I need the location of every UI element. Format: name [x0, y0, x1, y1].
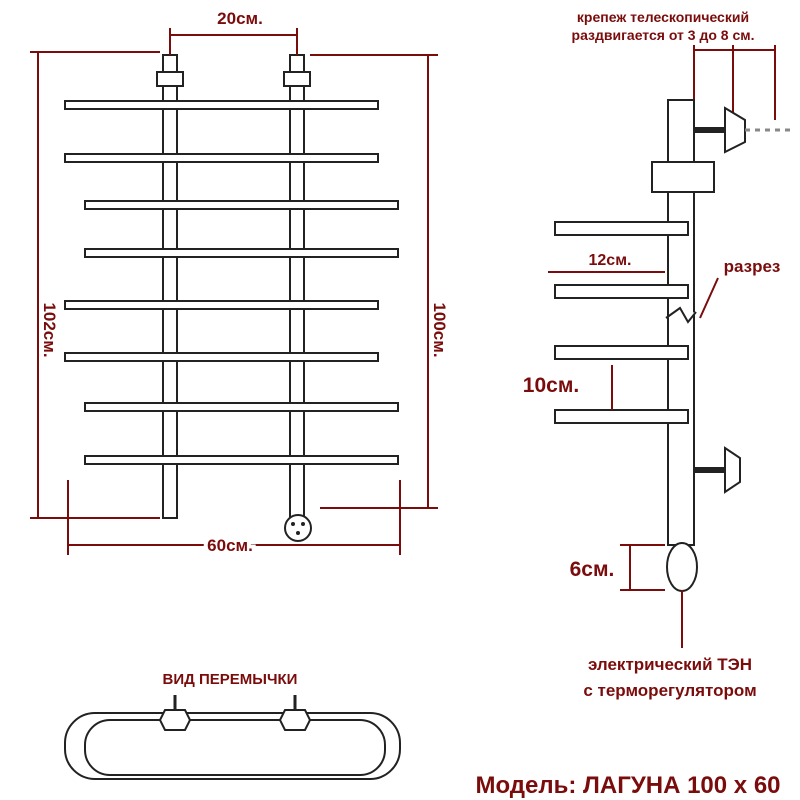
top-spacing-label: 20см.: [217, 9, 263, 28]
jumper-view: [64, 695, 401, 780]
crossbar: [84, 455, 399, 465]
crossbar: [64, 153, 379, 163]
heater-label-line2: с терморегулятором: [583, 681, 756, 700]
section-label: разрез: [724, 257, 781, 276]
crossbar: [84, 402, 399, 412]
side-view: [548, 45, 790, 648]
jumper-nut-left-icon: [158, 709, 192, 731]
heating-element-icon: [666, 542, 698, 592]
mount-label-line2: раздвигается от 3 до 8 см.: [572, 27, 755, 43]
element-height-label: 6см.: [570, 558, 615, 581]
heater-label-line1: электрический ТЭН: [588, 655, 752, 674]
right-nut: [283, 71, 311, 87]
left-riser-pipe: [162, 54, 178, 519]
wall-mount-icon: [724, 106, 746, 154]
mount-label-line1: крепеж телескопический: [577, 9, 749, 25]
crossbar: [64, 100, 379, 110]
front-view: [64, 54, 399, 542]
total-height-label: 102см.: [40, 302, 59, 357]
pipe-height-label: 100см.: [430, 302, 449, 357]
front-dimensions: [30, 28, 438, 555]
crossbar: [84, 200, 399, 210]
bar-depth-label: 12см.: [589, 252, 632, 269]
right-riser-pipe: [289, 54, 305, 519]
jumper-nut-right-icon: [278, 709, 312, 731]
crossbar: [64, 352, 379, 362]
clamp-block: [651, 161, 715, 193]
crossbar: [84, 248, 399, 258]
bar-spacing-label: 10см.: [523, 374, 579, 397]
jumper-view-label: ВИД ПЕРЕМЫЧКИ: [163, 671, 298, 688]
model-title: Модель: ЛАГУНА 100 х 60: [475, 772, 780, 799]
heater-connector-icon: [284, 514, 312, 542]
width-label: 60см.: [207, 536, 253, 555]
lower-wall-mount-icon: [724, 446, 741, 494]
left-nut: [156, 71, 184, 87]
crossbar: [64, 300, 379, 310]
